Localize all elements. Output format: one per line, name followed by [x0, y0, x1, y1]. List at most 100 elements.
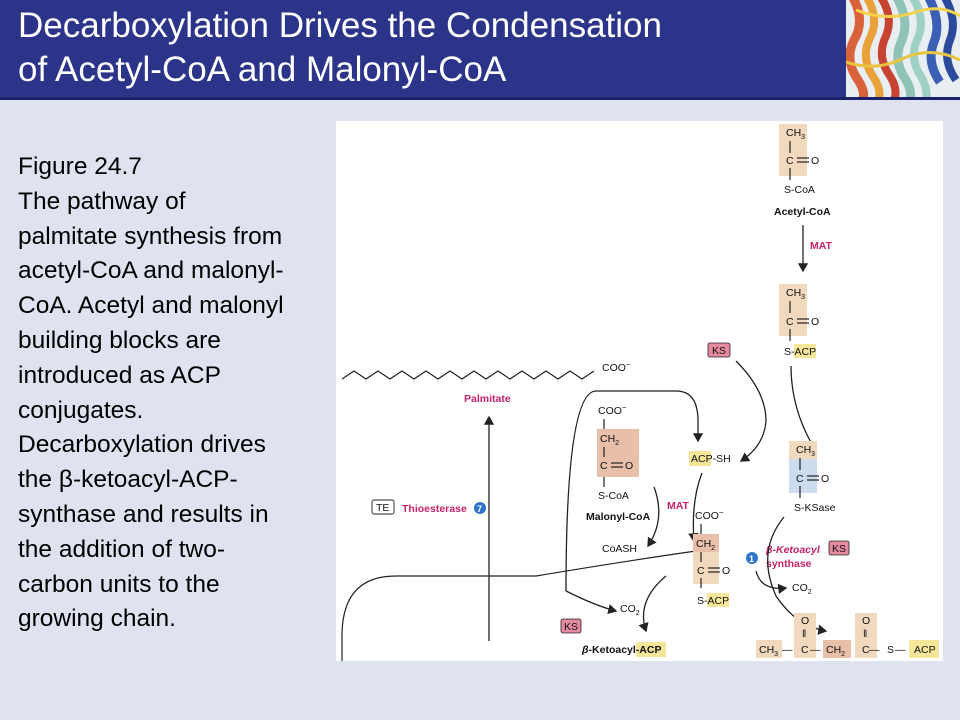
step-1-badge: [746, 552, 758, 564]
malonyl-acp-oxygen: O: [722, 565, 730, 577]
malonyl-acp-s-acp: S-ACP: [697, 595, 729, 607]
cycle-lower-loop: [341, 550, 697, 661]
product-double-bond-1: ‖: [802, 628, 806, 640]
arrow-to-coash: [647, 486, 660, 548]
ks-right-label: KS: [832, 543, 846, 555]
protein-structure-image: [846, 0, 960, 97]
ks-enzyme-top: [707, 342, 731, 358]
acp-sh-highlight: [689, 451, 711, 466]
product-acp: ACP: [914, 644, 936, 656]
product-ch2: CH2: [826, 644, 845, 658]
product-dash: —: [810, 644, 821, 656]
acp-highlight: [707, 593, 729, 607]
acetyl-ksase-molecule: CH3 C O S-KSase: [789, 441, 836, 514]
product-ch3: CH3: [759, 644, 778, 658]
caption-line: the β-ketoacyl-ACP-: [18, 466, 238, 494]
co2-right: CO2: [792, 582, 812, 596]
ketoacyl-acp-highlight: [636, 642, 666, 657]
ksase-oxygen: O: [821, 473, 829, 485]
malonyl-coa-carbon: C: [600, 460, 608, 472]
product-methylene-highlight: [823, 640, 851, 658]
malonyl-acp-carbon: C: [697, 565, 705, 577]
malonyl-coa-label: Malonyl-CoA: [586, 511, 651, 523]
mat-label-top: MAT: [810, 240, 833, 252]
co2-left: CO2: [620, 603, 640, 617]
mat-label-mid: MAT: [667, 500, 690, 512]
methyl-highlight: [779, 284, 807, 302]
ks-enzyme-right: [828, 540, 850, 556]
malonyl-acp-molecule: COO− CH2 C O S-ACP: [693, 508, 730, 607]
pathway-figure: CH3 C O S-CoA Acetyl-CoA MAT CH3 C O S-A…: [336, 121, 943, 661]
ketoacyl-synthase-line2: synthase: [766, 558, 812, 570]
malonyl-coa-molecule: COO− CH2 C O S-CoA Malonyl-CoA: [586, 403, 651, 523]
caption-line: The pathway of: [18, 187, 186, 215]
product-acetoacetyl-acp: O ‖ O ‖ CH3 — C — CH2 C — S — ACP: [756, 613, 939, 658]
ksase-ch3: CH3: [796, 444, 815, 458]
caption-line: carbon units to the: [18, 570, 220, 598]
product-oxygen-2: O: [862, 615, 870, 627]
slide-title-line-2: of Acetyl-CoA and Malonyl-CoA: [18, 50, 507, 89]
step-7-number: 7: [477, 504, 482, 514]
ksase-carbon: C: [796, 473, 804, 485]
thioesterase-label: Thioesterase: [402, 503, 467, 515]
arrow-to-malonyl-acp: [688, 472, 703, 543]
slide-title-line-1: Decarboxylation Drives the Condensation: [18, 6, 662, 45]
figure-caption: Figure 24.7 The pathway of palmitate syn…: [18, 150, 348, 637]
product-double-bond-2: ‖: [863, 628, 867, 640]
acetyl-coa-oxygen: O: [811, 155, 819, 167]
malonyl-coa-oxygen: O: [625, 460, 633, 472]
product-carbon-1: C: [801, 644, 809, 656]
product-dash: —: [895, 644, 906, 656]
acetyl-acp-carbon: C: [786, 316, 794, 328]
malonyl-coa-s-coa: S-CoA: [598, 490, 629, 502]
slide-header: Decarboxylation Drives the Condensation …: [0, 0, 960, 100]
arrow-to-ketoacyl-acp: [638, 575, 667, 633]
caption-line: Figure 24.7: [18, 153, 142, 180]
product-dash: —: [782, 644, 793, 656]
caption-line: acetyl-CoA and malonyl-: [18, 257, 284, 285]
te-enzyme-box: [371, 499, 395, 515]
acetyl-coa-label: Acetyl-CoA: [774, 206, 831, 218]
acetyl-coa-carbon: C: [786, 155, 794, 167]
malonyl-coa-ch2: CH2: [600, 433, 619, 447]
arrow-cycle-return: [565, 390, 704, 592]
caption-line: introduced as ACP: [18, 361, 221, 389]
pathway-diagram: CH3 C O S-CoA Acetyl-CoA MAT CH3 C O S-A…: [341, 124, 939, 661]
product-carbon-2: C: [862, 644, 870, 656]
step-7-badge: [474, 502, 486, 514]
caption-line: Decarboxylation drives: [18, 431, 266, 459]
caption-line: conjugates.: [18, 396, 144, 424]
arrow-to-ksase: [790, 365, 817, 453]
product-oxygen-1: O: [801, 615, 809, 627]
caption-line: the addition of two-: [18, 535, 226, 563]
methyl-highlight: [789, 441, 817, 459]
product-carbonyl1-highlight: [794, 613, 816, 658]
ks-enzyme-bottom: [560, 618, 582, 634]
product-carbonyl2-highlight: [855, 613, 877, 658]
arrow-to-co2-right: [755, 570, 788, 595]
carbonyl-highlight: [779, 142, 807, 176]
acetyl-coa-s-coa: S-CoA: [784, 184, 815, 196]
ketoacyl-synthase-line1: β-Ketoacyl: [765, 544, 821, 556]
acetyl-acp-oxygen: O: [811, 316, 819, 328]
product-dash: —: [869, 644, 880, 656]
acetyl-coa-molecule: CH3 C O S-CoA Acetyl-CoA: [774, 124, 831, 218]
product-sulfur: S: [887, 644, 894, 656]
malonyl-acp-ch2: CH2: [696, 538, 715, 552]
ketoacyl-acp-label: β-Ketoacyl-ACP: [581, 644, 661, 656]
acetyl-acp-s-acp: S-ACP: [784, 346, 816, 358]
product-acp-highlight: [909, 640, 939, 658]
ksase-s-ksase: S-KSase: [794, 502, 836, 514]
caption-line: synthase and results in: [18, 500, 269, 528]
header-divider: [0, 97, 960, 100]
acetyl-acp-molecule: CH3 C O S-ACP: [779, 284, 819, 358]
te-label: TE: [376, 502, 389, 514]
ks-bottom-label: KS: [564, 621, 578, 633]
caption-line: growing chain.: [18, 605, 176, 633]
methylene-highlight: [693, 534, 719, 552]
ks-top-label: KS: [712, 345, 726, 357]
malonyl-acp-coo: COO−: [695, 508, 724, 522]
palmitate-label: Palmitate: [464, 393, 511, 405]
coash-label: CoASH: [602, 543, 637, 555]
malonyl-coa-coo: COO−: [598, 403, 627, 417]
